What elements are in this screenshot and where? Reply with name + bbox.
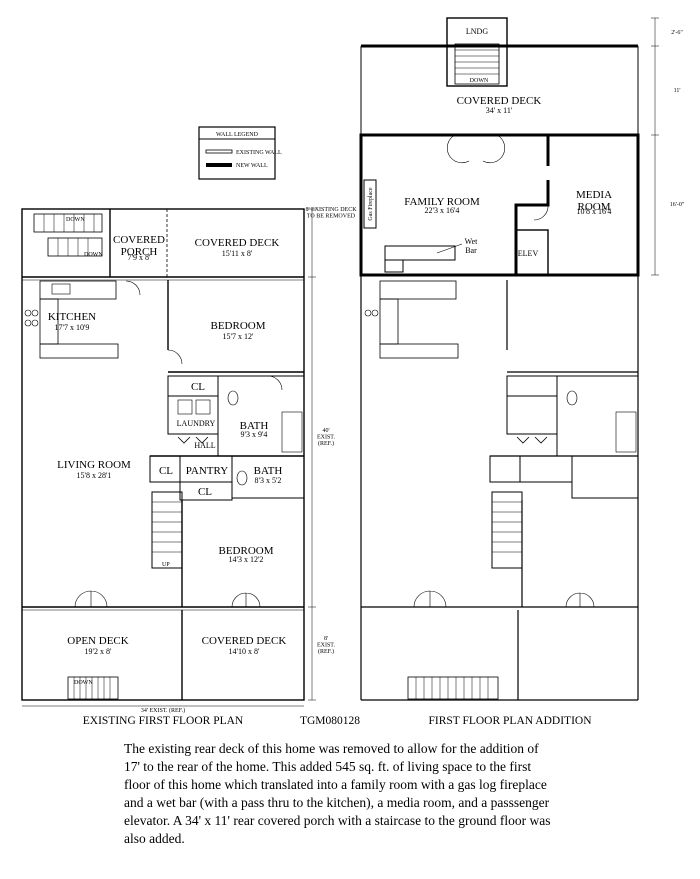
room-media-room-dim: 10'8 x 16'4 [577,207,612,216]
room-bath-2-dim: 8'3 x 5'2 [255,476,282,485]
room-family-room-dim: 22'3 x 16'4 [425,206,460,215]
room-living-room: LIVING ROOM [57,459,131,471]
caption-addition-plan: FIRST FLOOR PLAN ADDITION [428,715,592,727]
room-covered-deck-top: COVERED DECK [195,237,280,249]
room-covered-deck-new-dim: 34' x 11' [486,106,513,115]
room-cl-3: CL [198,486,212,498]
wall-legend [198,126,276,180]
plan-code: TGM080128 [300,715,360,727]
room-covered-deck-new: COVERED DECK [457,95,542,107]
room-bedroom-2: BEDROOM [218,545,273,557]
description-paragraph: The existing rear deck of this home was … [124,741,551,846]
floor-plan-diagram: WALL LEGEND EXISTING WALL NEW WALL COVER… [21,17,685,727]
dim-note-addition-c: 16'-0" [670,202,685,208]
room-living-room-dim: 15'8 x 28'1 [77,471,112,480]
room-covered-deck-top-dim: 15'11 x 8' [222,249,253,258]
room-family-room: FAMILY ROOM [404,196,480,208]
room-bath-1: BATH [240,420,269,432]
existing-plan [21,208,316,707]
legend-title: WALL LEGEND [216,132,259,138]
stair-label-up: UP [162,562,170,568]
room-kitchen-dim: 17'7 x 10'9 [55,323,90,332]
legend-new: NEW WALL [236,163,268,169]
room-cl-1: CL [191,381,205,393]
caption-existing-plan: EXISTING FIRST FLOOR PLAN [83,715,244,727]
gas-fireplace-label: Gas Fireplace [368,187,374,220]
stair-label-down-1: DOWN [66,217,85,223]
legend-existing: EXISTING WALL [236,150,282,156]
room-open-deck-dim: 19'2 x 8' [85,647,112,656]
room-pantry: PANTRY [186,465,228,477]
stair-label-down-addition: DOWN [470,78,489,84]
room-bath-1-dim: 9'3 x 9'4 [241,430,268,439]
room-covered-porch-dim: 7'9 x 8' [128,253,151,262]
room-cl-2: CL [159,465,173,477]
room-hall: HALL [194,441,215,450]
room-bedroom-1-dim: 15'7 x 12' [223,332,254,341]
dim-note-34-exist: 34' EXIST. (REF.) [141,707,185,714]
dim-note-8-exist: 8'EXIST.(REF.) [317,636,336,655]
addition-plan [359,17,659,701]
room-lndg: LNDG [466,27,488,36]
dim-note-40-exist: 40'EXIST.(REF.) [317,428,336,447]
room-bath-2: BATH [254,465,283,477]
room-covered-deck-bottom: COVERED DECK [202,635,287,647]
room-bedroom-1: BEDROOM [210,320,265,332]
room-bedroom-2-dim: 14'3 x 12'2 [229,555,264,564]
room-elev: ELEV [518,249,539,258]
room-open-deck: OPEN DECK [67,635,128,647]
room-laundry: LAUNDRY [177,419,216,428]
room-kitchen: KITCHEN [48,311,96,323]
room-covered-deck-bottom-dim: 14'10 x 8' [229,647,260,656]
stair-label-down-2: DOWN [84,252,103,258]
dim-note-addition-b: 11' [674,88,681,94]
stair-label-down-3: DOWN [74,680,93,686]
dim-note-addition-a: 2'-6" [671,30,683,36]
